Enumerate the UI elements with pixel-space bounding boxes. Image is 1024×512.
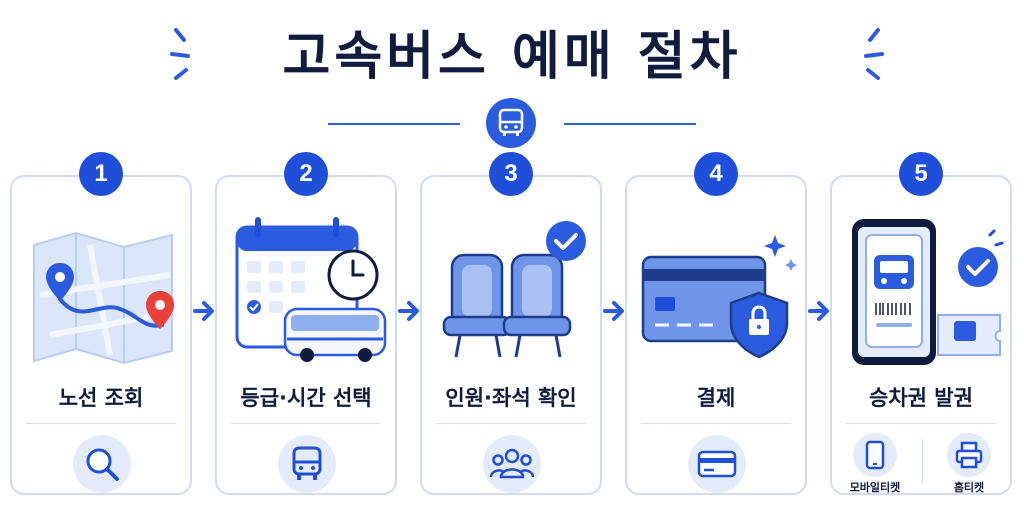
step-number-badge: 4 xyxy=(694,152,738,196)
step-card-payment: 결제 xyxy=(625,175,807,495)
arrow-right-icon xyxy=(603,301,624,321)
smartphone-icon xyxy=(853,433,897,477)
step-card-ticket-issue: 승차권 발권 모바일티켓 홈티켓 xyxy=(830,175,1012,495)
step-number-badge: 2 xyxy=(284,152,328,196)
printer-icon xyxy=(947,433,991,477)
page-title: 고속버스 예매 절차 xyxy=(282,27,742,87)
bus-badge-icon xyxy=(486,98,536,148)
home-ticket-option: 홈티켓 xyxy=(936,433,1002,494)
search-icon xyxy=(73,435,131,493)
divider xyxy=(922,439,923,483)
card-icon xyxy=(688,435,746,493)
people-group-icon xyxy=(483,435,541,493)
home-ticket-label: 홈티켓 xyxy=(953,481,985,494)
step-label: 승차권 발권 xyxy=(869,386,973,410)
map-route-icon xyxy=(33,231,174,365)
step-label: 결제 xyxy=(696,386,736,410)
step-card-grade-time: 등급·시간 선택 xyxy=(215,175,397,495)
arrow-right-icon xyxy=(808,301,829,321)
step-label: 등급·시간 선택 xyxy=(240,386,372,410)
phone-ticket-icon xyxy=(852,219,1004,365)
mobile-ticket-label: 모바일티켓 xyxy=(849,481,901,494)
divider xyxy=(231,423,381,424)
calendar-bus-icon xyxy=(235,217,387,362)
mobile-ticket-option: 모바일티켓 xyxy=(842,433,908,494)
sparkle-left-icon xyxy=(170,28,190,80)
title-divider-right xyxy=(564,123,696,125)
divider xyxy=(436,423,586,424)
step-card-route: 노선 조회 xyxy=(10,175,192,495)
step-number-badge: 5 xyxy=(899,152,943,196)
bus-icon xyxy=(278,435,336,493)
title-divider-left xyxy=(328,123,460,125)
credit-card-lock-icon xyxy=(641,235,797,359)
sparkle-right-icon xyxy=(864,28,884,80)
divider xyxy=(26,423,176,424)
arrow-right-icon xyxy=(193,301,214,321)
bus-seats-icon xyxy=(442,221,586,358)
step-card-seat: 인원·좌석 확인 xyxy=(420,175,602,495)
divider xyxy=(846,423,996,424)
divider xyxy=(641,423,791,424)
step-number-badge: 1 xyxy=(79,152,123,196)
step-label: 인원·좌석 확인 xyxy=(445,386,577,410)
arrow-right-icon xyxy=(398,301,419,321)
step-number-badge: 3 xyxy=(489,152,533,196)
step-label: 노선 조회 xyxy=(58,386,144,410)
